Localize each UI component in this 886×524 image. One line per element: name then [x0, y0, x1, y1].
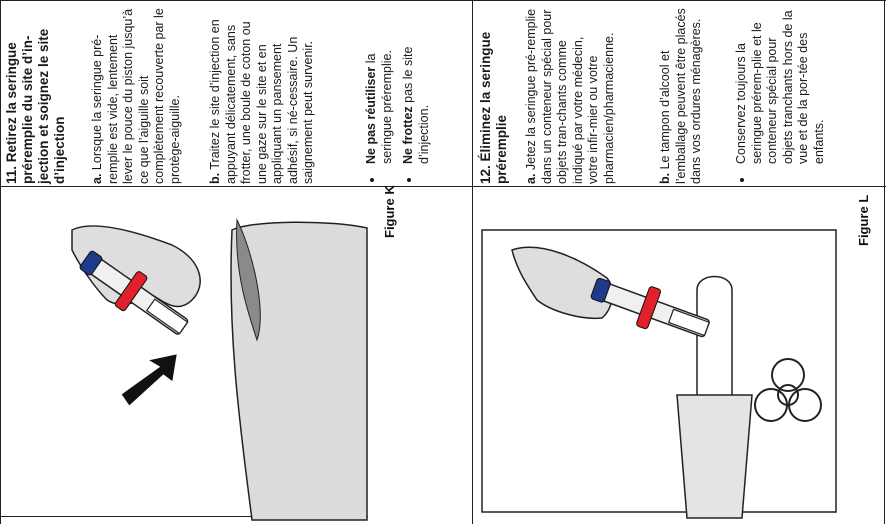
figure-l-syringe	[590, 277, 711, 338]
step12-b-text: Le tampon d’alcool et l’emballage peuven…	[658, 8, 703, 184]
step12-a-text: Jetez la seringue pré-remplie dans un co…	[524, 8, 616, 184]
biohazard-icon	[754, 358, 822, 422]
figure-k-hand	[71, 225, 201, 308]
outer-border-right	[884, 0, 885, 524]
figure-k-thigh	[230, 221, 368, 521]
figure-l-bin-body	[676, 394, 753, 519]
outer-border-top	[0, 0, 886, 1]
figure-l-hand	[511, 246, 614, 320]
figure-k-illustration	[71, 218, 368, 521]
step11-b-label: b.	[208, 172, 222, 184]
step11-b-text: Traitez le site d’injection en appuyant …	[208, 19, 315, 184]
figure-k-clothing	[236, 218, 261, 342]
step12-a-label: a.	[524, 173, 538, 184]
step12-bullet-1: Conservez toujours la seringue prérem-pl…	[734, 6, 827, 168]
figure-l-label: Figure L	[856, 194, 871, 246]
figure-k-arrow	[121, 354, 177, 406]
step11-title: 11. Retirez la seringue préremplie du si…	[4, 28, 67, 184]
figure-l-bin-opening	[696, 275, 733, 401]
row-divider	[0, 186, 886, 187]
figure-k-label: Figure K	[382, 185, 397, 238]
step11-bullet-1: Ne pas réutiliser la seringue préremplie…	[364, 6, 395, 168]
figure-l-illustration	[481, 229, 837, 519]
step12-b-label: b.	[658, 172, 672, 184]
bottom-rule-left	[0, 516, 368, 517]
step12-title: 12. Éliminez la seringue préremplie	[478, 31, 509, 184]
outer-border-left	[0, 0, 1, 524]
column-divider	[472, 0, 473, 524]
step11-a-label: a.	[90, 173, 104, 184]
step11-text-panel: 11. Retirez la seringue préremplie du si…	[4, 4, 376, 184]
figure-k-syringe	[79, 250, 189, 335]
step11-a-text: Lorsque la seringue pré-remplie est vide…	[90, 8, 182, 184]
step11-bullet-2: Ne frottez pas le site d’injection.	[401, 6, 432, 168]
